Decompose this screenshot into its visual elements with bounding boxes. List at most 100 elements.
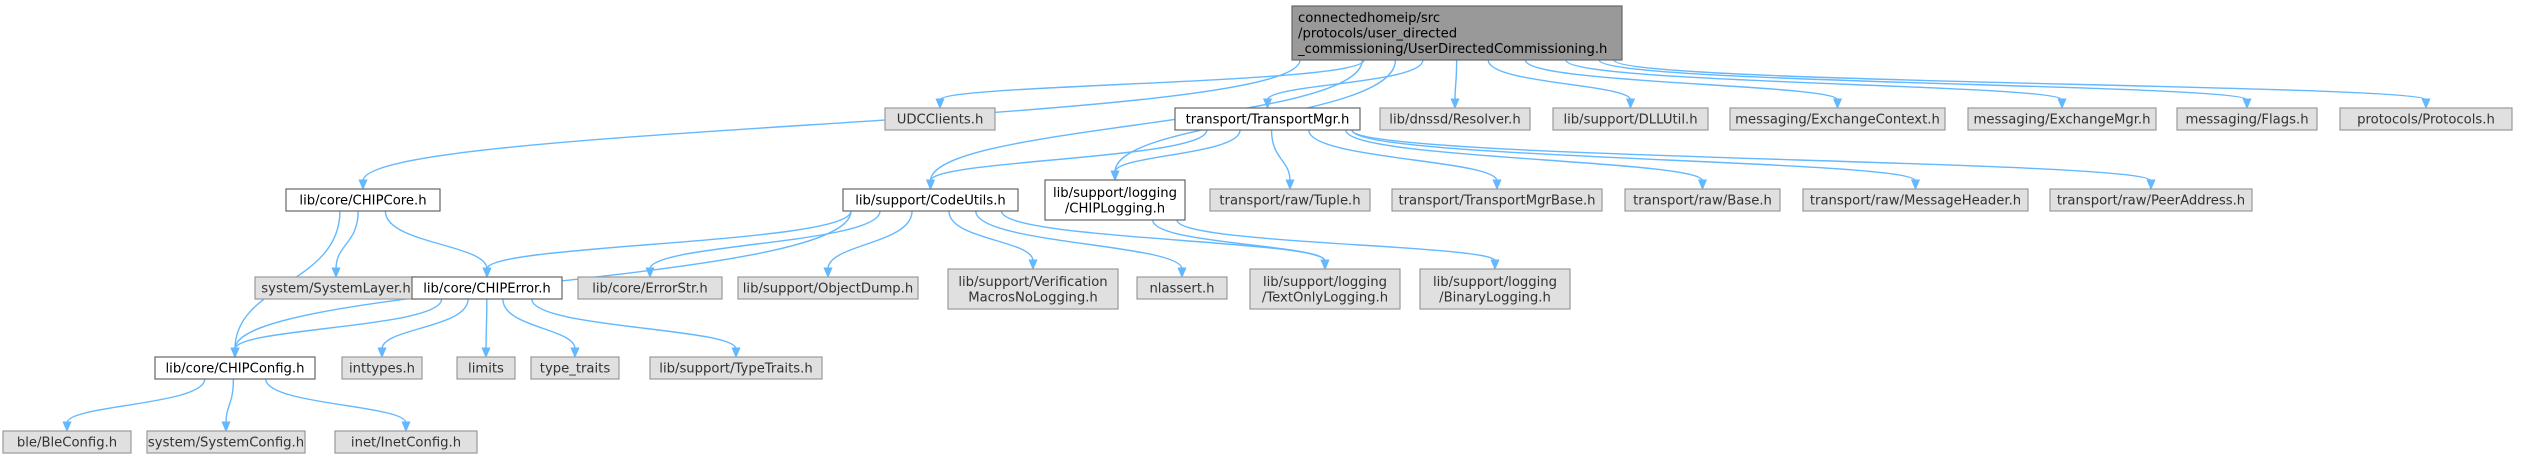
edge-chip-logging-to-binary-logging bbox=[1176, 219, 1500, 271]
edge-arrowhead bbox=[1492, 179, 1502, 191]
node-label: messaging/ExchangeMgr.h bbox=[1974, 113, 2151, 128]
edge-arrowhead bbox=[1910, 179, 1921, 191]
edge-line bbox=[485, 298, 488, 350]
node-box bbox=[1552, 107, 1709, 131]
node-label: /CHIPLogging.h bbox=[1065, 201, 1165, 216]
node-nlassert[interactable]: nlassert.h bbox=[1136, 276, 1228, 300]
edge-transport-mgr-to-peer-address bbox=[1351, 129, 2156, 191]
edge-arrowhead bbox=[1028, 259, 1038, 271]
node-box bbox=[341, 356, 423, 380]
node-peer-address[interactable]: transport/raw/PeerAddress.h bbox=[2049, 188, 2253, 212]
node-box bbox=[154, 356, 316, 380]
edge-transport-mgr-to-code-utils bbox=[925, 129, 1208, 191]
node-box bbox=[1802, 188, 2029, 212]
edge-chip-core-to-system-layer bbox=[331, 210, 359, 279]
node-box bbox=[884, 107, 996, 131]
edge-line bbox=[1270, 129, 1291, 182]
node-label: lib/support/CodeUtils.h bbox=[855, 194, 1006, 209]
node-protocols[interactable]: protocols/Protocols.h bbox=[2339, 107, 2513, 131]
node-system-layer[interactable]: system/SystemLayer.h bbox=[254, 276, 418, 300]
node-box bbox=[1379, 107, 1531, 131]
edge-line bbox=[948, 210, 1034, 262]
edge-arrowhead bbox=[2242, 98, 2252, 110]
node-support-type-traits[interactable]: lib/support/TypeTraits.h bbox=[649, 356, 823, 380]
edge-arrowhead bbox=[1450, 98, 1460, 110]
edge-line bbox=[975, 210, 1183, 270]
node-udc-clients[interactable]: UDCClients.h bbox=[884, 107, 996, 131]
node-label: system/SystemConfig.h bbox=[148, 436, 304, 451]
node-inet-config[interactable]: inet/InetConfig.h bbox=[334, 430, 478, 454]
edge-arrowhead bbox=[1625, 98, 1636, 110]
node-binary-logging[interactable]: lib/support/logging/BinaryLogging.h bbox=[1419, 268, 1571, 310]
node-message-header[interactable]: transport/raw/MessageHeader.h bbox=[1802, 188, 2029, 212]
edge-chip-error-to-support-type-traits bbox=[531, 298, 741, 359]
edge-arrowhead bbox=[1110, 170, 1120, 182]
node-type-traits[interactable]: type_traits bbox=[530, 356, 620, 380]
node-chip-logging[interactable]: lib/support/logging/CHIPLogging.h bbox=[1044, 179, 1186, 221]
edge-transport-mgr-to-transport-mgr-base bbox=[1308, 129, 1502, 191]
edge-transport-mgr-to-chip-logging bbox=[1110, 129, 1241, 182]
edge-arrowhead bbox=[1490, 259, 1500, 271]
node-dll-util[interactable]: lib/support/DLLUtil.h bbox=[1552, 107, 1709, 131]
node-label: ble/BleConfig.h bbox=[17, 436, 117, 451]
node-raw-base[interactable]: transport/raw/Base.h bbox=[1624, 188, 1781, 212]
node-code-utils[interactable]: lib/support/CodeUtils.h bbox=[842, 188, 1019, 212]
edge-line bbox=[1351, 129, 1917, 182]
node-label: transport/TransportMgr.h bbox=[1186, 113, 1350, 128]
node-verification-macros[interactable]: lib/support/VerificationMacrosNoLogging.… bbox=[947, 268, 1119, 310]
node-box bbox=[411, 276, 563, 300]
node-label: /protocols/user_directed bbox=[1298, 27, 1457, 42]
edge-arrowhead bbox=[1285, 179, 1295, 191]
node-label: lib/support/ObjectDump.h bbox=[743, 282, 913, 297]
edge-line bbox=[531, 298, 737, 350]
node-object-dump[interactable]: lib/support/ObjectDump.h bbox=[737, 276, 919, 300]
node-transport-mgr-base[interactable]: transport/TransportMgrBase.h bbox=[1391, 188, 1603, 212]
edge-arrowhead bbox=[401, 421, 411, 433]
node-label: lib/support/logging bbox=[1263, 275, 1387, 290]
node-chip-error[interactable]: lib/core/CHIPError.h bbox=[411, 276, 563, 300]
edge-root-to-exchange-mgr bbox=[1565, 59, 2067, 110]
node-label: UDCClients.h bbox=[897, 113, 984, 128]
edge-arrowhead bbox=[1320, 259, 1330, 271]
node-limits[interactable]: limits bbox=[456, 356, 516, 380]
edge-line bbox=[1613, 59, 2427, 101]
edge-transport-mgr-to-raw-base bbox=[1345, 129, 1708, 191]
node-exchange-context[interactable]: messaging/ExchangeContext.h bbox=[1729, 107, 1946, 131]
node-label: system/SystemLayer.h bbox=[261, 282, 410, 297]
node-chip-config[interactable]: lib/core/CHIPConfig.h bbox=[154, 356, 316, 380]
node-box bbox=[1729, 107, 1946, 131]
edge-arrowhead bbox=[1177, 267, 1187, 279]
node-system-config[interactable]: system/SystemConfig.h bbox=[146, 430, 306, 454]
edge-line bbox=[486, 210, 852, 270]
node-label: _commissioning/UserDirectedCommissioning… bbox=[1297, 42, 1607, 57]
node-layer: connectedhomeip/src/protocols/user_direc… bbox=[2, 5, 2513, 454]
node-label: transport/raw/PeerAddress.h bbox=[2057, 194, 2245, 209]
edge-line bbox=[1351, 129, 2152, 182]
edge-arrowhead bbox=[2057, 98, 2067, 110]
node-inttypes[interactable]: inttypes.h bbox=[341, 356, 423, 380]
node-dnssd-resolver[interactable]: lib/dnssd/Resolver.h bbox=[1379, 107, 1531, 131]
node-error-str[interactable]: lib/core/ErrorStr.h bbox=[577, 276, 723, 300]
node-box bbox=[1136, 276, 1228, 300]
edge-line bbox=[1345, 129, 1704, 182]
edge-chip-config-to-system-config bbox=[221, 378, 235, 433]
node-label: lib/core/CHIPCore.h bbox=[299, 194, 426, 209]
node-label: lib/core/ErrorStr.h bbox=[592, 282, 708, 297]
node-chip-core[interactable]: lib/core/CHIPCore.h bbox=[285, 188, 441, 212]
edge-arrowhead bbox=[1697, 179, 1708, 191]
node-label: lib/core/CHIPError.h bbox=[423, 282, 551, 297]
edge-line bbox=[1487, 59, 1632, 101]
edge-line bbox=[1152, 219, 1326, 262]
node-box bbox=[530, 356, 620, 380]
node-root: connectedhomeip/src/protocols/user_direc… bbox=[1291, 5, 1623, 61]
node-box bbox=[1419, 268, 1571, 310]
node-text-only-logging[interactable]: lib/support/logging/TextOnlyLogging.h bbox=[1249, 268, 1401, 310]
node-transport-mgr[interactable]: transport/TransportMgr.h bbox=[1174, 107, 1361, 131]
edge-code-utils-to-verification-macros bbox=[948, 210, 1038, 271]
node-flags[interactable]: messaging/Flags.h bbox=[2176, 107, 2318, 131]
node-raw-tuple[interactable]: transport/raw/Tuple.h bbox=[1209, 188, 1371, 212]
node-ble-config[interactable]: ble/BleConfig.h bbox=[2, 430, 132, 454]
node-label: connectedhomeip/src bbox=[1298, 11, 1440, 26]
node-exchange-mgr[interactable]: messaging/ExchangeMgr.h bbox=[1967, 107, 2157, 131]
edge-arrowhead bbox=[2421, 98, 2431, 110]
